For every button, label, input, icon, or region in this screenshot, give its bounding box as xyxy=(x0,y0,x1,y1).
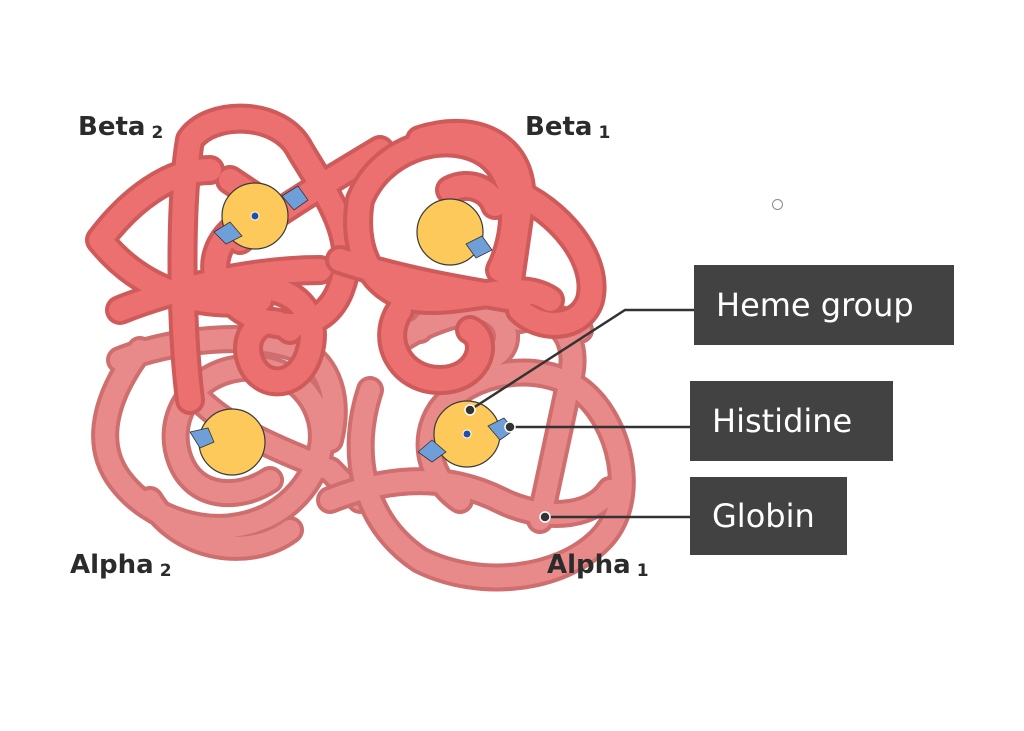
heme-group-callout-text: Heme group xyxy=(716,286,914,324)
globin-callout-text: Globin xyxy=(712,497,815,535)
beta-2-name: Beta xyxy=(78,112,146,142)
heme-leader-line xyxy=(469,308,694,412)
histidine-callout: Histidine xyxy=(690,381,893,461)
beta-2-subscript: 2 xyxy=(151,123,164,143)
leader-lines xyxy=(469,308,694,519)
beta-1-heme xyxy=(416,198,493,266)
beta-2-heme xyxy=(213,182,309,250)
beta-1-name: Beta xyxy=(525,112,593,142)
alpha-1-subscript: 1 xyxy=(636,561,649,581)
beta-1-globin xyxy=(325,118,607,395)
globin-callout: Globin xyxy=(690,477,847,555)
alpha-2-subscript: 2 xyxy=(159,561,172,581)
heme-group-callout: Heme group xyxy=(694,265,954,345)
alpha-2-globin xyxy=(91,325,374,561)
alpha-1-heme xyxy=(417,400,515,468)
leader-endpoints xyxy=(464,404,551,523)
alpha-1-name: Alpha xyxy=(547,550,631,580)
heme-pointer-dot xyxy=(464,404,476,416)
radio-button[interactable] xyxy=(772,199,783,210)
globin-pointer-dot xyxy=(539,511,551,523)
alpha-2-name: Alpha xyxy=(70,550,154,580)
alpha-2-heme xyxy=(189,408,266,476)
beta-1-subscript: 1 xyxy=(598,123,611,143)
histidine-callout-text: Histidine xyxy=(712,402,853,440)
histidine-pointer-dot xyxy=(504,421,516,433)
